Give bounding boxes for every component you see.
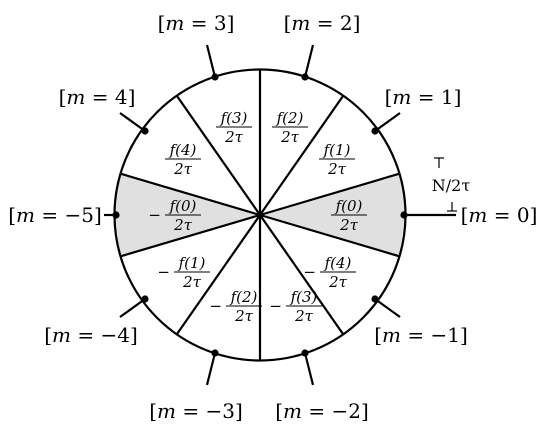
sector-label: −f(1)2τ (157, 254, 210, 291)
sector-label: −f(3)2τ (269, 288, 322, 325)
marker-dot (400, 211, 408, 219)
marker-dot (371, 127, 379, 135)
sector-denominator: 2τ (234, 307, 254, 325)
marker-label: [m = 1] (385, 85, 462, 109)
marker-label: [m = 0] (461, 203, 538, 227)
sector-denominator: 2τ (224, 128, 244, 146)
sector-labels: f(3)2τf(2)2τf(4)2τf(1)2τ−f(0)2τf(0)2τ−f(… (148, 109, 367, 325)
sector-label: −f(0)2τ (148, 197, 201, 234)
gap-label: N/2τ (432, 176, 471, 195)
marker-label: [m = −4] (44, 323, 138, 347)
marker-dot (301, 73, 309, 81)
gap-indicator (434, 157, 457, 212)
sector-numerator: f(2) (276, 109, 304, 127)
marker-label: [m = −1] (374, 323, 468, 347)
sector-denominator: 2τ (328, 273, 348, 291)
sector-denominator: 2τ (294, 307, 314, 325)
sector-denominator: 2τ (173, 160, 193, 178)
marker-dots (112, 73, 408, 357)
sector-sign: − (209, 297, 222, 315)
marker-labels: [m = 3] [m = 2] [m = 4] [m = 1] [m = −5] [m =… (8, 11, 537, 423)
sector-label: f(1)2τ (319, 141, 355, 178)
marker-dot (371, 295, 379, 303)
marker-dot (141, 127, 149, 135)
sector-denominator: 2τ (182, 273, 202, 291)
sector-numerator: f(0) (335, 197, 363, 215)
sector-sign: − (148, 206, 161, 224)
marker-dot (112, 211, 120, 219)
sector-numerator: f(3) (220, 109, 248, 127)
sector-sign: − (269, 297, 282, 315)
sector-dividers (119, 70, 401, 360)
sector-label: −f(2)2τ (209, 288, 262, 325)
sector-sign: − (303, 263, 316, 281)
marker-label: [m = −5] (8, 203, 102, 227)
sector-denominator: 2τ (280, 128, 300, 146)
sector-label: f(0)2τ (331, 197, 367, 234)
sector-denominator: 2τ (339, 216, 359, 234)
sector-numerator: f(1) (178, 254, 206, 272)
sector-numerator: f(1) (323, 141, 351, 159)
sector-denominator: 2τ (173, 216, 193, 234)
marker-dot (211, 349, 219, 357)
marker-label: [m = −2] (275, 399, 369, 423)
sector-label: f(2)2τ (272, 109, 308, 146)
marker-label: [m = 4] (59, 85, 136, 109)
sector-sign: − (157, 263, 170, 281)
marker-label: [m = 3] (158, 11, 235, 35)
sector-label: −f(4)2τ (303, 254, 356, 291)
sector-numerator: f(4) (324, 254, 352, 272)
marker-label: [m = −3] (149, 399, 243, 423)
sector-numerator: f(0) (169, 197, 197, 215)
marker-label: [m = 2] (284, 11, 361, 35)
sector-label: f(4)2τ (165, 141, 201, 178)
marker-dot (301, 349, 309, 357)
sector-label: f(3)2τ (216, 109, 252, 146)
marker-dot (211, 73, 219, 81)
sector-numerator: f(3) (290, 288, 318, 306)
sector-numerator: f(4) (169, 141, 197, 159)
sector-numerator: f(2) (230, 288, 258, 306)
marker-dot (141, 295, 149, 303)
sector-denominator: 2τ (327, 160, 347, 178)
